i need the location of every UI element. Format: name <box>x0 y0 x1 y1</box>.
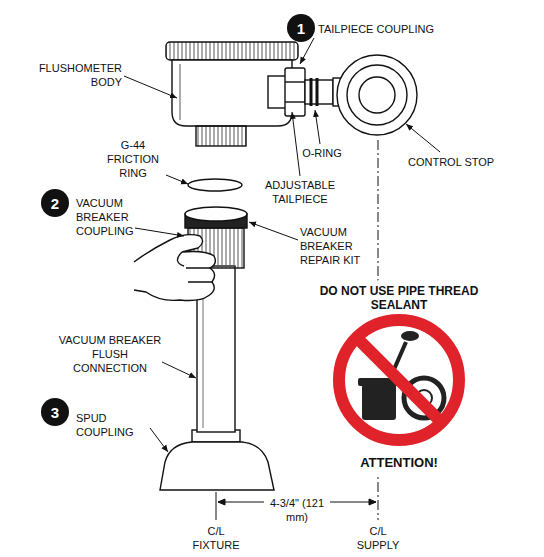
part-label: CONTROL STOP <box>408 155 508 169</box>
part-label: VACUUM BREAKER REPAIR KIT <box>300 225 378 267</box>
callout-number: 1 <box>287 14 315 42</box>
part-label: C/L FIXTURE <box>188 524 244 552</box>
part-label: VACUUM BREAKER FLUSH CONNECTION <box>58 333 162 375</box>
callout-text: 3 <box>51 404 59 421</box>
callout-number: 3 <box>41 398 69 426</box>
part-label: TAILPIECE COUPLING <box>318 22 468 36</box>
warning-sign: DO NOT USE PIPE THREAD SEALANT ATTENTION! <box>296 272 502 484</box>
part-label: SPUD COUPLING <box>76 411 148 439</box>
part-label: VACUUM BREAKER COUPLING <box>76 196 148 238</box>
part-label: ADJUSTABLE TAILPIECE <box>255 178 345 206</box>
part-label: 4-3/4" (121 mm) <box>264 496 330 524</box>
warning-text: ATTENTION! <box>296 456 502 470</box>
part-label: O-RING <box>292 146 352 160</box>
part-label: FLUSHOMETER BODY <box>28 61 122 89</box>
warning-text: DO NOT USE PIPE THREAD SEALANT <box>296 284 502 312</box>
part-label: G-44 FRICTION RING <box>102 138 164 180</box>
part-label: C/L SUPPLY <box>350 524 406 552</box>
callout-text: 1 <box>297 20 305 37</box>
callout-number: 2 <box>41 189 69 217</box>
callout-text: 2 <box>51 195 59 212</box>
